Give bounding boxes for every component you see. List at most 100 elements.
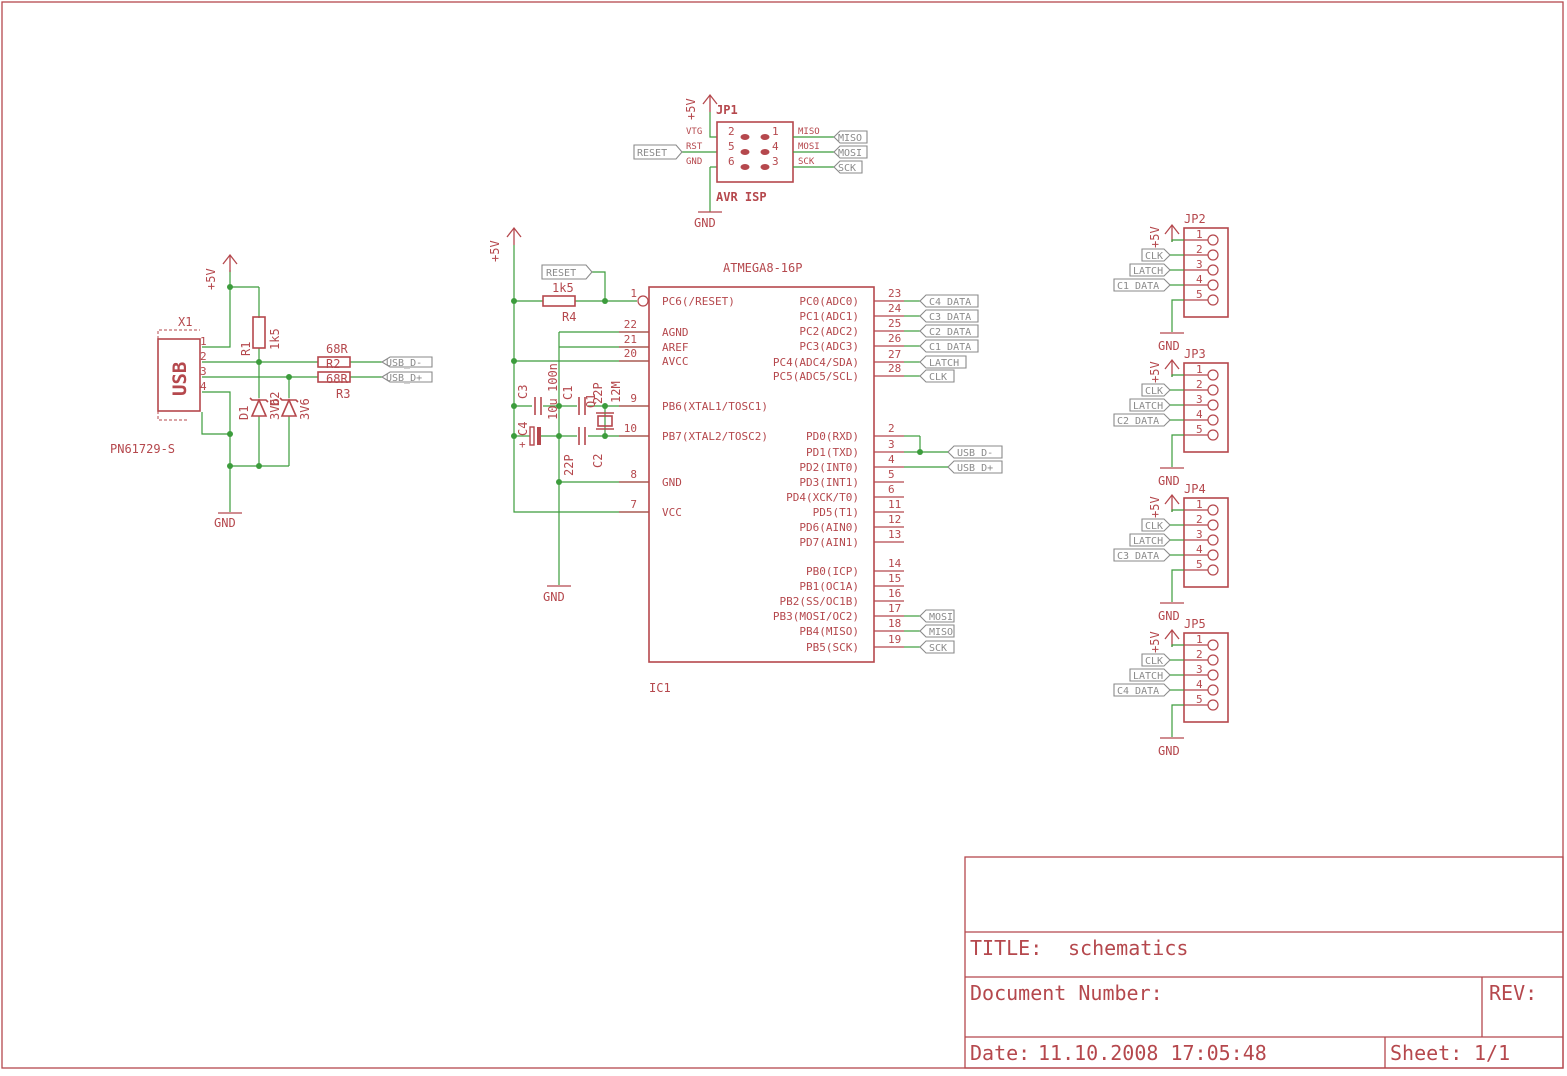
mcu-pin-name: PD5(T1): [813, 506, 859, 519]
mcu-right-pins: 23PC0(ADC0)C4_DATA24PC1(ADC1)C3_DATA25PC…: [773, 287, 1003, 654]
header-pin-number: 2: [1196, 378, 1203, 391]
mcu-pin-name: AGND: [662, 326, 689, 339]
mcu-pin-name: PD7(AIN1): [799, 536, 859, 549]
net-label-mcu: CLK: [919, 369, 955, 383]
net-label-text: CLK: [1145, 251, 1163, 262]
net-label-text: USB_D+: [386, 373, 422, 384]
net-label-mcu: USB_D-: [947, 445, 1003, 459]
mcu-pin-name: VCC: [662, 506, 682, 519]
net-label-header: CLK: [1141, 248, 1171, 262]
c2-ref: C2: [591, 454, 605, 468]
net-label-header: CLK: [1141, 518, 1171, 532]
isp-pin-rst: RST: [686, 142, 703, 152]
r4-ref: R4: [562, 310, 576, 324]
header-ground-label: GND: [1158, 744, 1180, 758]
mcu-pin-number: 11: [888, 498, 901, 511]
net-label-text: CLK: [929, 372, 947, 383]
header-ground-label: GND: [1158, 339, 1180, 353]
mcu-pin-name: PC4(ADC4/SDA): [773, 356, 859, 369]
header-power-label: +5V: [1148, 496, 1162, 518]
net-label-header: CLK: [1141, 653, 1171, 667]
mcu-pin-number: 25: [888, 317, 901, 330]
isp-pin-num: 5: [728, 140, 735, 153]
header-pin-number: 4: [1196, 678, 1203, 691]
net-label-mcu: LATCH: [919, 355, 967, 369]
net-label-text: LATCH: [1133, 401, 1163, 412]
header-power-label: +5V: [1148, 631, 1162, 653]
d2-value: 3V6: [298, 398, 312, 420]
net-label-header: C1_DATA: [1113, 278, 1171, 292]
header-ground-label: GND: [1158, 474, 1180, 488]
mcu-pin-name: PC0(ADC0): [799, 295, 859, 308]
mcu-pin-number: 1: [630, 287, 637, 300]
header-connectors: +5VJP212345GNDCLKLATCHC1_DATA+5VJP312345…: [1113, 212, 1229, 758]
c3-value: 10u: [546, 398, 560, 420]
usb-part-number: PN61729-S: [110, 442, 175, 456]
mcu-pin-name: PD0(RXD): [806, 430, 859, 443]
header-pin-number: 3: [1196, 393, 1203, 406]
header-pin-number: 4: [1196, 273, 1203, 286]
isp-name: AVR ISP: [716, 190, 767, 204]
d2-ref: D2: [268, 392, 282, 406]
header-ref: JP5: [1184, 617, 1206, 631]
mcu-pin-number: 2: [888, 422, 895, 435]
mcu-pin-name: PB4(MISO): [799, 625, 859, 638]
isp-pin-num: 3: [772, 155, 779, 168]
header-pin-number: 5: [1196, 423, 1203, 436]
sheet-label: Sheet:: [1390, 1041, 1462, 1065]
net-label-header: LATCH: [1129, 533, 1171, 547]
net-label-mcu: C1_DATA: [919, 339, 979, 353]
mcu-section: +5V GND RESET: [488, 226, 1003, 695]
c1-ref: C1: [561, 386, 575, 400]
capacitor-c1: C1 100n: [546, 363, 586, 415]
mcu-pin-number: 16: [888, 587, 901, 600]
net-label-mcu: MISO: [919, 624, 955, 638]
mcu-left-pins: 1PC6(/RESET)22AGND21AREF20AVCC9PB6(XTAL1…: [619, 287, 768, 519]
header-pin-number: 2: [1196, 243, 1203, 256]
header-pin-number: 5: [1196, 558, 1203, 571]
net-label-text: USB_D+: [957, 463, 993, 474]
net-label-text: MOSI: [929, 612, 953, 623]
mcu-pin-name: AVCC: [662, 355, 689, 368]
isp-power-label: +5V: [684, 98, 698, 120]
net-label-mcu: USB_D+: [947, 460, 1003, 474]
net-label-text: MISO: [838, 133, 862, 144]
net-label-header: LATCH: [1129, 398, 1171, 412]
isp-ground-label: GND: [694, 216, 716, 230]
revision-label: REV:: [1489, 981, 1537, 1005]
sheet-value: 1/1: [1474, 1041, 1510, 1065]
resistor-r3: 68R R3: [317, 371, 351, 401]
mcu-pin-name: PB7(XTAL2/TOSC2): [662, 430, 768, 443]
r1-ref: R1: [239, 342, 253, 356]
isp-sig-miso: MISO: [798, 127, 820, 137]
header-ref: JP4: [1184, 482, 1206, 496]
usb-body-label: USB: [169, 362, 191, 396]
net-label-usb-dm-left: USB_D-: [380, 356, 433, 369]
mcu-pin-name: PC6(/RESET): [662, 295, 735, 308]
header-pin-number: 4: [1196, 408, 1203, 421]
mcu-pin-name: PB6(XTAL1/TOSC1): [662, 400, 768, 413]
mcu-pin-name: PB3(MOSI/OC2): [773, 610, 859, 623]
r3-ref: R3: [336, 387, 350, 401]
net-label-mcu: MOSI: [919, 609, 955, 623]
capacitor-c4: + C4: [516, 422, 541, 451]
header-pin-number: 1: [1196, 633, 1203, 646]
mcu-pin-number: 19: [888, 633, 901, 646]
resistor-r1: R1 1k5: [239, 316, 282, 356]
document-number-label: Document Number:: [970, 981, 1163, 1005]
mcu-pin-name: PC3(ADC3): [799, 340, 859, 353]
usb-pin-1: 1: [200, 335, 207, 348]
header-pin-number: 2: [1196, 648, 1203, 661]
r2-ref: R2: [326, 357, 340, 371]
usb-ref: X1: [178, 315, 192, 329]
isp-pin-num: 1: [772, 125, 779, 138]
net-label-isp-miso: MISO: [833, 130, 868, 144]
resistor-r2: 68R R2: [317, 342, 351, 371]
isp-pin-num: 2: [728, 125, 735, 138]
mcu-pin-number: 14: [888, 557, 902, 570]
